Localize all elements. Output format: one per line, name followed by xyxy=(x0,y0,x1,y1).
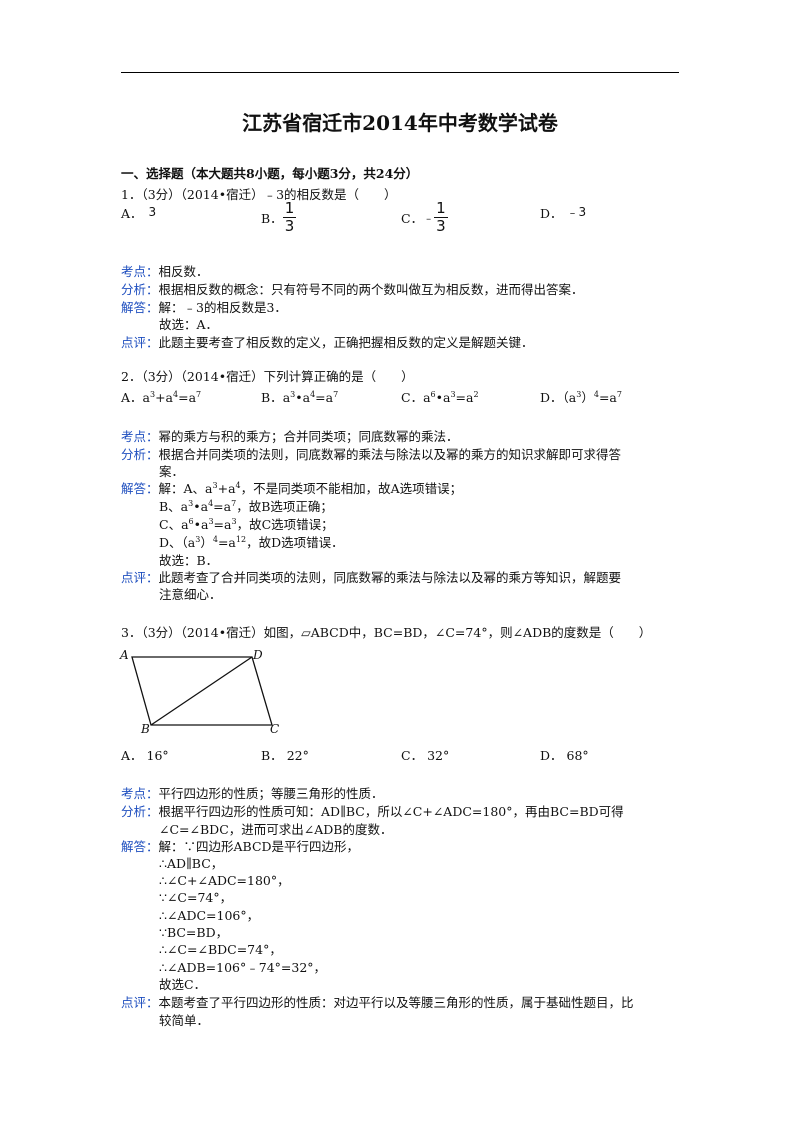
parallelogram-abcd xyxy=(131,656,273,726)
q3-step-4: ∴∠ADC=106°， xyxy=(159,908,260,923)
q2-jieda: 解答：解：A、a3+a4，不是同类项不能相加，故A选项错误； xyxy=(121,481,463,496)
q2-option-d[interactable]: D．（a3）4=a7 xyxy=(540,390,622,405)
q3-jieda: 解答：解：∵四边形ABCD是平行四边形， xyxy=(121,839,360,854)
q2-jieda-c: C、a6•a3=a3，故C选项错误； xyxy=(159,517,334,532)
vertex-label-a: A xyxy=(119,648,129,662)
q1-fenxi: 分析：根据相反数的概念：只有符号不同的两个数叫做互为相反数，进而得出答案． xyxy=(121,282,584,297)
q3-option-c[interactable]: C．32° xyxy=(401,748,450,763)
q2-answer: 故选：B． xyxy=(159,553,219,568)
vertex-label-d: D xyxy=(252,648,263,662)
q2-option-c[interactable]: C．a6•a3=a2 xyxy=(401,390,479,405)
q3-step-5: ∵BC=BD， xyxy=(159,925,229,940)
q3-step-3: ∵∠C=74°， xyxy=(159,890,233,905)
q2-option-b[interactable]: B．a3•a4=a7 xyxy=(261,390,339,405)
q3-stem: 3．（3分）（2014•宿迁）如图，▱ABCD中，BC=BD，∠C=74°，则∠… xyxy=(121,625,652,640)
q2-stem: 2．（3分）（2014•宿迁）下列计算正确的是（ ） xyxy=(121,369,414,384)
header-rule xyxy=(121,72,679,73)
q3-answer: 故选C． xyxy=(159,977,207,992)
q2-dianping: 点评：此题考查了合并同类项的法则，同底数幂的乘法与除法以及幂的乘方等知识，解题要 xyxy=(121,570,622,585)
q2-kaodian: 考点：幂的乘方与积的乘方；合并同类项；同底数幂的乘法． xyxy=(121,429,459,444)
q2-fenxi: 分析：根据合并同类项的法则，同底数幂的乘法与除法以及幂的乘方的知识求解即可求得答 xyxy=(121,447,622,462)
q1-stem: 1．（3分）（2014•宿迁）﹣3的相反数是（ ） xyxy=(121,187,397,202)
q3-fenxi-cont: ∠C=∠BDC，进而可求出∠ADB的度数． xyxy=(159,822,393,837)
section-heading: 一、选择题（本大题共8小题，每小题3分，共24分） xyxy=(121,166,419,181)
q3-option-d[interactable]: D．68° xyxy=(540,748,589,763)
q3-dianping: 点评：本题考查了平行四边形的性质：对边平行以及等腰三角形的性质，属于基础性题目，… xyxy=(121,995,634,1010)
vertex-label-b: B xyxy=(140,722,150,736)
q3-dianping-cont: 较简单． xyxy=(159,1013,210,1028)
q2-dianping-cont: 注意细心． xyxy=(159,587,222,602)
q1-jieda: 解答：解：﹣3的相反数是3． xyxy=(121,300,287,315)
q1-option-d[interactable]: D．﹣3 xyxy=(540,205,587,221)
q3-kaodian: 考点：平行四边形的性质；等腰三角形的性质． xyxy=(121,786,384,801)
q2-jieda-b: B、a3•a4=a7，故B选项正确； xyxy=(159,499,333,514)
q1-option-a[interactable]: A．3 xyxy=(121,205,157,221)
q1-answer: 故选：A． xyxy=(159,317,219,332)
q3-step-2: ∴∠C+∠ADC=180°， xyxy=(159,873,290,888)
q2-fenxi-cont: 案． xyxy=(159,464,185,479)
q3-option-a[interactable]: A．16° xyxy=(121,748,169,763)
q1-kaodian: 考点：相反数． xyxy=(121,264,209,279)
q2-option-a[interactable]: A．a3+a4=a7 xyxy=(121,390,202,405)
page-title: 江苏省宿迁市2014年中考数学试卷 xyxy=(242,111,558,135)
q2-jieda-d: D、（a3）4=a12，故D选项错误． xyxy=(159,535,344,550)
parallelogram-figure: A D B C xyxy=(119,648,279,736)
q3-option-b[interactable]: B．22° xyxy=(261,748,309,763)
q3-step-7: ∴∠ADB=106°﹣74°=32°， xyxy=(159,960,327,975)
q3-fenxi: 分析：根据平行四边形的性质可知：AD∥BC，所以∠C+∠ADC=180°，再由B… xyxy=(121,804,624,819)
vertex-label-c: C xyxy=(270,722,279,736)
q3-step-1: ∴AD∥BC， xyxy=(159,856,224,871)
q1-dianping: 点评：此题主要考查了相反数的定义，正确把握相反数的定义是解题关键． xyxy=(121,335,534,350)
q3-step-6: ∴∠C=∠BDC=74°， xyxy=(159,942,282,957)
diagonal-bd xyxy=(150,656,253,726)
